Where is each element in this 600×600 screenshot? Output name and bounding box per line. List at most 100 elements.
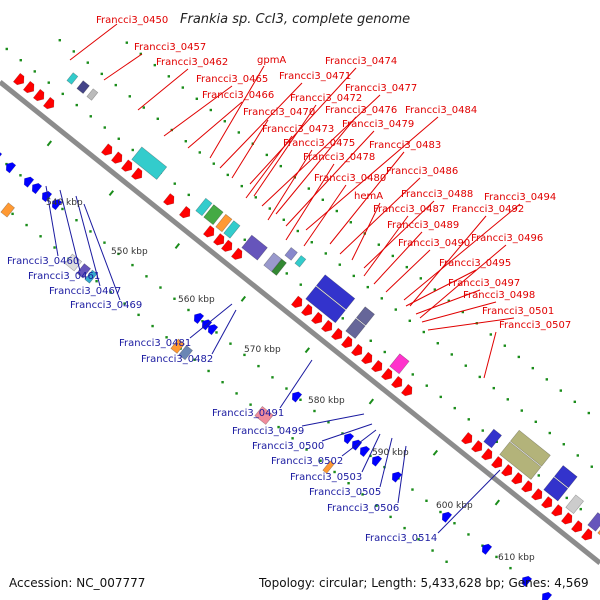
forward-gene-box-shape	[509, 429, 551, 467]
gene-label[interactable]: Francci3_0489	[387, 220, 459, 231]
gene-label[interactable]: Francci3_0472	[290, 93, 362, 104]
gene-label[interactable]: Francci3_0502	[271, 456, 343, 467]
track-dot	[417, 538, 420, 541]
forward-gene-arrow-shape	[340, 335, 353, 349]
gene-label[interactable]: Francci3_0457	[134, 42, 206, 53]
gene-label[interactable]: Francci3_0484	[405, 105, 477, 116]
track-dot	[184, 140, 187, 143]
scale-tick	[108, 190, 115, 197]
gene-label[interactable]: Francci3_0498	[463, 290, 535, 301]
gene-label[interactable]: Francci3_0487	[373, 204, 445, 215]
gene-label[interactable]: Francci3_0481	[119, 338, 191, 349]
gene-label[interactable]: Francci3_0503	[290, 472, 362, 483]
track-dot	[268, 207, 271, 210]
gene-label[interactable]: Francci3_0496	[471, 233, 543, 244]
track-dot	[95, 279, 98, 283]
forward-gene-box-shape	[389, 353, 410, 375]
forward-gene-box-shape	[271, 258, 287, 276]
forward-gene-arrow	[22, 80, 35, 94]
forward-gene-arrow-shape	[580, 528, 593, 541]
gene-label[interactable]: Francci3_0465	[196, 74, 268, 85]
track-dot	[114, 83, 117, 87]
track-dot	[481, 429, 484, 432]
gene-label[interactable]: Francci3_0488	[401, 189, 473, 200]
reverse-gene-arrow-shape	[193, 312, 205, 325]
track-dot	[221, 380, 224, 384]
gene-label[interactable]: Francci3_0460	[7, 256, 79, 267]
forward-gene-box-shape	[315, 274, 356, 310]
gene-label[interactable]: Francci3_0501	[482, 306, 554, 317]
gene-label[interactable]: Francci3_0477	[345, 83, 417, 94]
gene-label[interactable]: Francci3_0476	[325, 105, 397, 116]
gene-label[interactable]: Francci3_0462	[156, 57, 228, 68]
gene-label[interactable]: Francci3_0514	[365, 533, 437, 544]
gene-label[interactable]: hemA	[354, 191, 383, 202]
gene-label[interactable]: Francci3_0494	[484, 192, 556, 203]
gene-label[interactable]: Francci3_0475	[283, 138, 355, 149]
track-dot	[576, 454, 579, 457]
gene-label[interactable]: Francci3_0474	[325, 56, 397, 67]
gene-label[interactable]: Francci3_0480	[314, 173, 386, 184]
forward-gene-arrow	[570, 520, 583, 533]
forward-gene-arrow-shape	[530, 488, 543, 501]
scale-label-570: 570 kbp	[244, 345, 281, 355]
gene-label[interactable]: Francci3_0473	[262, 124, 334, 135]
gene-label[interactable]: Francci3_0461	[28, 271, 100, 282]
track-dot	[453, 406, 456, 410]
reverse-gene-arrow-shape	[359, 445, 371, 458]
reverse-gene-arrow-shape	[23, 176, 35, 188]
track-dot	[195, 97, 199, 100]
gene-label[interactable]: Francci3_0469	[70, 300, 142, 311]
gene-label[interactable]: Francci3_0450	[96, 15, 168, 26]
track-dot	[467, 533, 470, 536]
track-dot	[517, 355, 521, 359]
gene-label[interactable]: Francci3_0499	[232, 426, 304, 437]
forward-gene-arrow	[520, 480, 533, 493]
track-dot	[299, 283, 302, 286]
track-dot	[291, 437, 294, 440]
forward-gene-box	[195, 197, 213, 217]
forward-gene-box-shape	[305, 286, 346, 324]
scale-tick	[368, 398, 375, 405]
gene-label[interactable]: Francci3_0492	[452, 204, 524, 215]
track-dot	[100, 72, 103, 76]
gene-label[interactable]: Francci3_0470	[243, 107, 315, 118]
reverse-gene-box-shape	[76, 263, 91, 279]
gene-label[interactable]: Francci3_0466	[202, 90, 274, 101]
gene-label[interactable]: Francci3_0505	[309, 487, 381, 498]
gene-label[interactable]: Francci3_0471	[279, 71, 351, 82]
forward-gene-arrow	[510, 472, 523, 485]
track-dot	[389, 515, 392, 519]
forward-gene-arrow	[470, 440, 483, 453]
gene-label[interactable]: Francci3_0467	[49, 286, 121, 297]
gene-label[interactable]: Francci3_0482	[141, 354, 213, 365]
forward-gene-arrow	[490, 456, 503, 469]
gene-label[interactable]: gpmA	[257, 55, 286, 66]
track-dot	[265, 153, 269, 157]
track-dot	[285, 272, 288, 275]
reverse-label-leader	[437, 469, 501, 534]
track-dot	[282, 218, 285, 221]
gene-label[interactable]: Francci3_0491	[212, 408, 284, 419]
track-dot	[319, 459, 322, 462]
forward-gene-arrow-shape	[350, 343, 363, 357]
track-dot	[75, 219, 78, 222]
gene-label[interactable]: Francci3_0495	[439, 258, 511, 269]
forward-label-leader	[385, 249, 431, 293]
reverse-gene-arrow	[343, 433, 355, 445]
gene-label[interactable]: Francci3_0479	[342, 119, 414, 130]
gene-label[interactable]: Francci3_0507	[499, 320, 571, 331]
gene-label[interactable]: Francci3_0486	[386, 166, 458, 177]
gene-label[interactable]: Francci3_0478	[303, 152, 375, 163]
track-dot	[562, 443, 565, 446]
track-dot	[249, 403, 252, 406]
gene-label[interactable]: Francci3_0490	[398, 238, 470, 249]
gene-label[interactable]: Francci3_0500	[252, 441, 324, 452]
gene-label[interactable]: Francci3_0497	[448, 278, 520, 289]
gene-label[interactable]: Francci3_0506	[327, 503, 399, 514]
gene-label[interactable]: Francci3_0483	[369, 140, 441, 151]
forward-gene-arrow	[130, 167, 143, 180]
track-dot	[573, 400, 577, 404]
track-dot	[229, 342, 232, 345]
